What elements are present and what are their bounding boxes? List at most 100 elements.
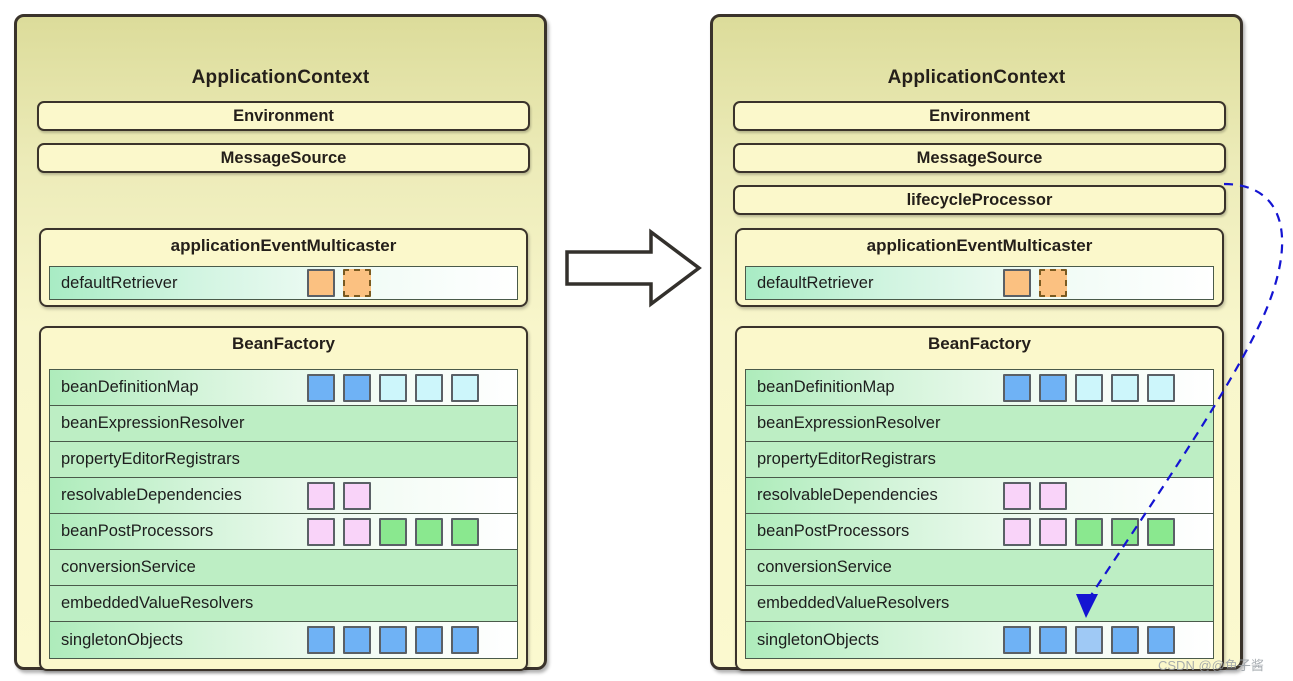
table-row: beanExpressionResolver	[50, 406, 517, 442]
multicaster-title: applicationEventMulticaster	[866, 236, 1093, 255]
row-label: propertyEditorRegistrars	[61, 450, 240, 468]
slot-item	[1147, 373, 1175, 402]
slot-item	[343, 481, 371, 510]
table-row: beanPostProcessors	[746, 514, 1213, 550]
retriever-slot	[307, 269, 335, 297]
slot-item	[379, 517, 407, 546]
environment-bar-after: Environment	[733, 101, 1226, 131]
panel-title-after: ApplicationContext	[887, 67, 1066, 88]
retriever-slot-pending	[1039, 269, 1067, 297]
retriever-slot-pending	[343, 269, 371, 297]
table-row: resolvableDependencies	[50, 478, 517, 514]
table-row: resolvableDependencies	[746, 478, 1213, 514]
slot-item	[307, 626, 335, 654]
message-source-label: MessageSource	[220, 148, 347, 167]
row-label: conversionService	[757, 558, 892, 576]
bean-factory-title: BeanFactory	[928, 334, 1031, 353]
default-retriever-slots	[307, 269, 371, 297]
application-context-panel-before: ApplicationContext Environment MessageSo…	[14, 14, 547, 671]
slot-item	[1111, 517, 1139, 546]
slot-item	[343, 626, 371, 654]
message-source-bar-before: MessageSource	[37, 143, 530, 173]
slot-item	[1147, 517, 1175, 546]
slot-item	[343, 517, 371, 546]
table-row: propertyEditorRegistrars	[50, 442, 517, 478]
multicaster-title: applicationEventMulticaster	[170, 236, 397, 255]
default-retriever-row: defaultRetriever	[745, 266, 1214, 300]
slot-item	[379, 626, 407, 654]
slot-item	[451, 373, 479, 402]
slot-item	[1003, 517, 1031, 546]
bean-factory-title: BeanFactory	[232, 334, 335, 353]
slot-item	[451, 517, 479, 546]
row-label: beanExpressionResolver	[757, 414, 941, 432]
table-row: beanDefinitionMap	[50, 370, 517, 406]
row-label: embeddedValueResolvers	[61, 594, 254, 612]
slot-item	[1039, 517, 1067, 546]
lifecycle-processor-bar: lifecycleProcessor	[733, 185, 1226, 215]
bean-factory-group-after: BeanFactory beanDefinitionMap beanExpres…	[735, 326, 1224, 671]
table-row: beanDefinitionMap	[746, 370, 1213, 406]
bean-factory-rows-before: beanDefinitionMap beanExpressionResolver…	[49, 369, 518, 659]
table-row: singletonObjects	[50, 622, 517, 658]
row-slots	[1003, 373, 1175, 402]
default-retriever-row: defaultRetriever	[49, 266, 518, 300]
row-slots	[307, 517, 479, 546]
table-row: conversionService	[746, 550, 1213, 586]
row-label: beanDefinitionMap	[757, 378, 895, 396]
table-row: propertyEditorRegistrars	[746, 442, 1213, 478]
row-label: singletonObjects	[757, 630, 879, 649]
row-label: resolvableDependencies	[757, 486, 938, 504]
row-slots	[307, 481, 371, 510]
slot-item	[1075, 373, 1103, 402]
slot-item	[1111, 373, 1139, 402]
slot-item	[1147, 626, 1175, 654]
row-label: beanDefinitionMap	[61, 378, 199, 396]
row-slots	[1003, 517, 1175, 546]
application-event-multicaster-group-before: applicationEventMulticaster defaultRetri…	[39, 228, 528, 307]
slot-item	[451, 626, 479, 654]
row-slots	[1003, 481, 1067, 510]
row-label: beanExpressionResolver	[61, 414, 245, 432]
message-source-bar-after: MessageSource	[733, 143, 1226, 173]
slot-item	[1111, 626, 1139, 654]
slot-item	[415, 517, 443, 546]
slot-item	[307, 481, 335, 510]
default-retriever-label: defaultRetriever	[61, 273, 178, 292]
row-label: beanPostProcessors	[61, 522, 214, 540]
row-slots	[307, 626, 479, 654]
slot-item	[415, 626, 443, 654]
message-source-label: MessageSource	[916, 148, 1043, 167]
slot-item	[1039, 481, 1067, 510]
default-retriever-slots	[1003, 269, 1067, 297]
slot-item	[307, 517, 335, 546]
slot-item-highlighted	[1075, 626, 1103, 654]
application-event-multicaster-group-after: applicationEventMulticaster defaultRetri…	[735, 228, 1224, 307]
row-label: conversionService	[61, 558, 196, 576]
row-slots	[307, 373, 479, 402]
row-label: embeddedValueResolvers	[757, 594, 950, 612]
retriever-slot	[1003, 269, 1031, 297]
slot-item	[1039, 373, 1067, 402]
row-label: propertyEditorRegistrars	[757, 450, 936, 468]
table-row: conversionService	[50, 550, 517, 586]
table-row: beanExpressionResolver	[746, 406, 1213, 442]
slot-item	[343, 373, 371, 402]
slot-item	[1075, 517, 1103, 546]
application-context-panel-after: ApplicationContext Environment MessageSo…	[710, 14, 1243, 671]
slot-item	[307, 373, 335, 402]
environment-label: Environment	[233, 106, 334, 125]
default-retriever-label: defaultRetriever	[757, 273, 874, 292]
slot-item	[1003, 626, 1031, 654]
panel-title-before: ApplicationContext	[191, 67, 370, 88]
slot-item	[1039, 626, 1067, 654]
transition-arrow-icon	[565, 228, 702, 308]
table-row: embeddedValueResolvers	[746, 586, 1213, 622]
slot-item	[1003, 481, 1031, 510]
table-row: singletonObjects	[746, 622, 1213, 658]
row-label: beanPostProcessors	[757, 522, 910, 540]
bean-factory-group-before: BeanFactory beanDefinitionMap beanExpres…	[39, 326, 528, 671]
row-label: singletonObjects	[61, 630, 183, 649]
lifecycle-processor-label: lifecycleProcessor	[906, 190, 1053, 209]
